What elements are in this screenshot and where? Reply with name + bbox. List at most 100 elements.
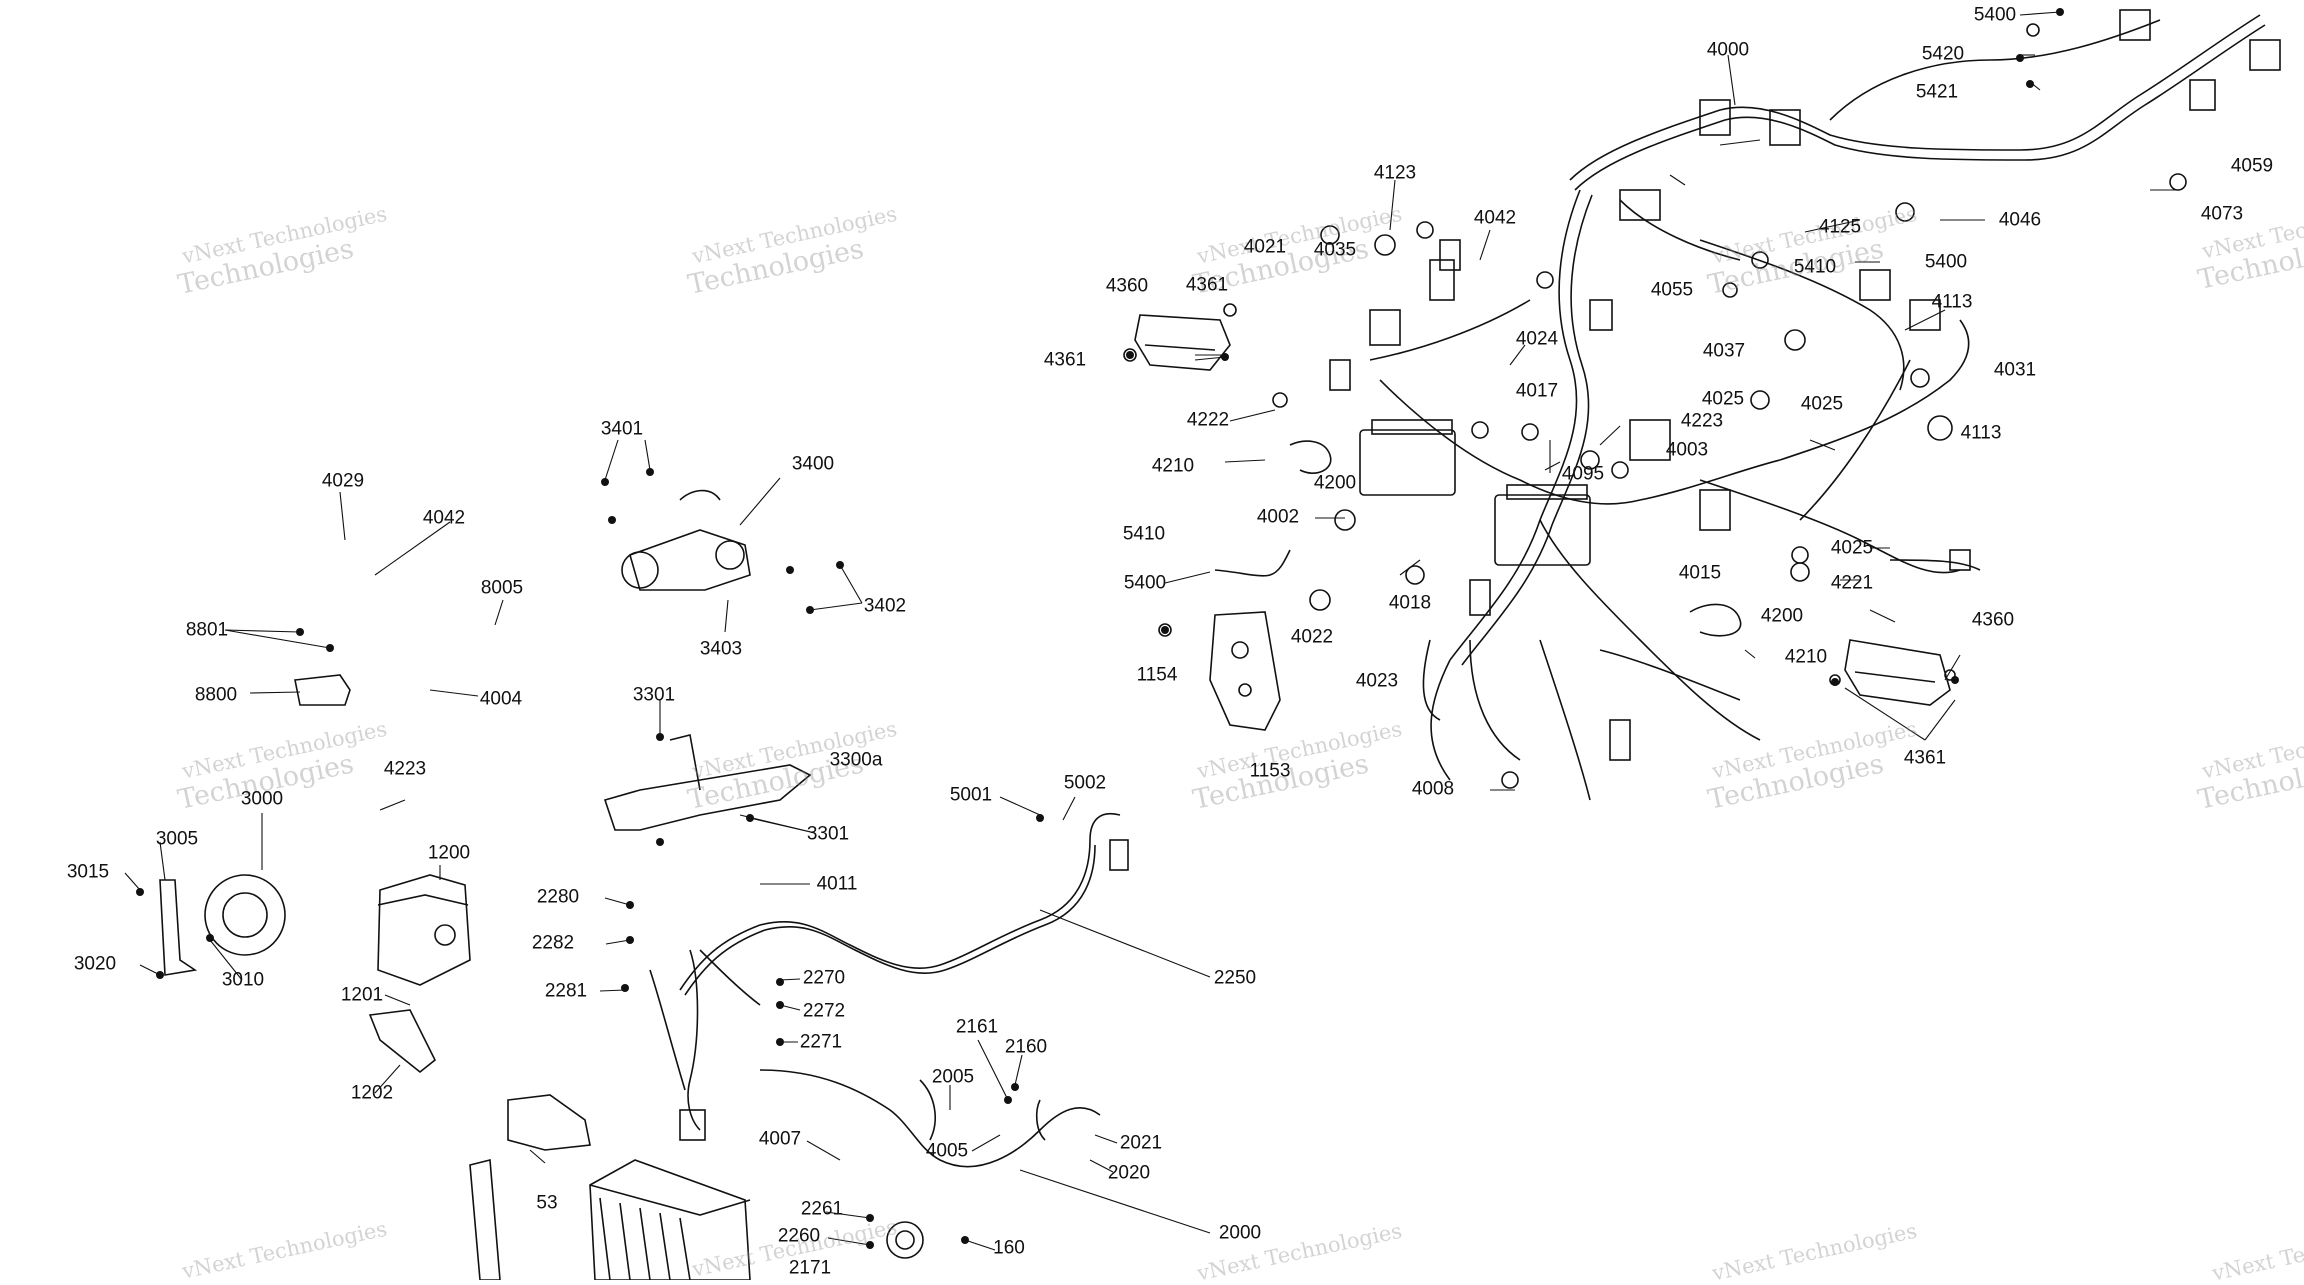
callout-2282[interactable]: 2282 [531, 932, 575, 954]
callout-3402[interactable]: 3402 [863, 595, 907, 617]
cable-2250 [679, 813, 1121, 991]
callout-2171[interactable]: 2171 [788, 1257, 832, 1279]
callout-53[interactable]: 53 [536, 1192, 558, 1214]
callout-4037[interactable]: 4037 [1702, 340, 1746, 362]
callout-5420[interactable]: 5420 [1921, 43, 1965, 65]
callout-4017[interactable]: 4017 [1515, 380, 1559, 402]
callout-4361[interactable]: 4361 [1185, 274, 1229, 296]
callout-4003[interactable]: 4003 [1665, 439, 1709, 461]
callout-3005[interactable]: 3005 [155, 828, 199, 850]
callout-4360[interactable]: 4360 [1971, 609, 2015, 631]
callout-160[interactable]: 160 [993, 1237, 1025, 1259]
callout-4125[interactable]: 4125 [1818, 216, 1862, 238]
callout-1201[interactable]: 1201 [340, 984, 384, 1006]
callout-4073[interactable]: 4073 [2200, 203, 2244, 225]
callout-4223[interactable]: 4223 [1680, 410, 1724, 432]
callout-5410[interactable]: 5410 [1793, 256, 1837, 278]
callout-4042[interactable]: 4042 [1473, 207, 1517, 229]
callout-3400[interactable]: 3400 [791, 453, 835, 475]
callout-4113[interactable]: 4113 [1931, 291, 1973, 313]
callout-2020[interactable]: 2020 [1107, 1162, 1151, 1184]
callout-4360[interactable]: 4360 [1105, 275, 1149, 297]
callout-2005[interactable]: 2005 [931, 1066, 975, 1088]
callout-8005[interactable]: 8005 [480, 577, 524, 599]
callout-2250[interactable]: 2250 [1213, 967, 1257, 989]
callout-2270[interactable]: 2270 [802, 967, 846, 989]
callout-3300a[interactable]: 3300a [829, 749, 883, 771]
callout-4123[interactable]: 4123 [1373, 162, 1417, 184]
callout-2161[interactable]: 2161 [955, 1016, 999, 1038]
callout-8800[interactable]: 8800 [194, 684, 238, 706]
bracket-4360-left [1134, 314, 1231, 371]
callout-1202[interactable]: 1202 [350, 1082, 394, 1104]
callout-4055[interactable]: 4055 [1650, 279, 1694, 301]
callout-4210[interactable]: 4210 [1151, 455, 1195, 477]
callout-3403[interactable]: 3403 [699, 638, 743, 660]
callout-4023[interactable]: 4023 [1355, 670, 1399, 692]
callout-2000[interactable]: 2000 [1218, 1222, 1262, 1244]
callout-5001[interactable]: 5001 [949, 784, 993, 806]
callout-1153[interactable]: 1153 [1249, 760, 1291, 782]
callout-3020[interactable]: 3020 [73, 953, 117, 975]
callout-4222[interactable]: 4222 [1186, 409, 1230, 431]
sensor-8800 [294, 674, 351, 706]
callout-2260[interactable]: 2260 [777, 1225, 821, 1247]
callout-4095[interactable]: 4095 [1561, 463, 1605, 485]
callout-1154[interactable]: 1154 [1136, 664, 1178, 686]
callout-5400[interactable]: 5400 [1123, 572, 1167, 594]
callout-2021[interactable]: 2021 [1119, 1132, 1163, 1154]
callout-4200[interactable]: 4200 [1313, 472, 1357, 494]
callout-4113[interactable]: 4113 [1960, 422, 2002, 444]
callout-8801[interactable]: 8801 [185, 619, 229, 641]
callout-4018[interactable]: 4018 [1388, 592, 1432, 614]
callout-4361[interactable]: 4361 [1043, 349, 1087, 371]
callout-4210[interactable]: 4210 [1784, 646, 1828, 668]
callout-5421[interactable]: 5421 [1915, 81, 1959, 103]
callout-4042[interactable]: 4042 [422, 507, 466, 529]
callout-5400[interactable]: 5400 [1973, 4, 2017, 26]
callout-4022[interactable]: 4022 [1290, 626, 1334, 648]
callout-1200[interactable]: 1200 [427, 842, 471, 864]
callout-2281[interactable]: 2281 [544, 980, 588, 1002]
callout-4004[interactable]: 4004 [479, 688, 523, 710]
callout-4005[interactable]: 4005 [925, 1140, 969, 1162]
callout-2280[interactable]: 2280 [536, 886, 580, 908]
callout-4031[interactable]: 4031 [1993, 359, 2037, 381]
callout-2261[interactable]: 2261 [800, 1198, 844, 1220]
callout-4046[interactable]: 4046 [1998, 209, 2042, 231]
callout-3401[interactable]: 3401 [600, 418, 644, 440]
callout-4029[interactable]: 4029 [321, 470, 365, 492]
callout-4011[interactable]: 4011 [816, 873, 858, 895]
callout-4025[interactable]: 4025 [1800, 393, 1844, 415]
callout-2271[interactable]: 2271 [799, 1031, 843, 1053]
callout-4002[interactable]: 4002 [1256, 506, 1300, 528]
callout-4015[interactable]: 4015 [1678, 562, 1722, 584]
callout-4200[interactable]: 4200 [1760, 605, 1804, 627]
callout-4059[interactable]: 4059 [2230, 155, 2274, 177]
battery [589, 1159, 751, 1280]
callout-4361[interactable]: 4361 [1903, 747, 1947, 769]
horn [204, 874, 286, 956]
callout-4025[interactable]: 4025 [1701, 388, 1745, 410]
callout-3301[interactable]: 3301 [632, 684, 676, 706]
callout-4024[interactable]: 4024 [1515, 328, 1559, 350]
fuse-box-2 [1494, 494, 1591, 566]
callout-4000[interactable]: 4000 [1706, 39, 1750, 61]
callout-3015[interactable]: 3015 [66, 861, 110, 883]
callout-4021[interactable]: 4021 [1243, 236, 1287, 258]
callout-5400[interactable]: 5400 [1924, 251, 1968, 273]
callout-4221[interactable]: 4221 [1830, 572, 1874, 594]
callout-2272[interactable]: 2272 [802, 1000, 846, 1022]
callout-3301[interactable]: 3301 [806, 823, 850, 845]
callout-5002[interactable]: 5002 [1063, 772, 1107, 794]
callout-3000[interactable]: 3000 [240, 788, 284, 810]
callout-4008[interactable]: 4008 [1411, 778, 1455, 800]
callout-4007[interactable]: 4007 [758, 1128, 802, 1150]
callout-4025[interactable]: 4025 [1830, 537, 1874, 559]
callout-5410[interactable]: 5410 [1122, 523, 1166, 545]
callout-2160[interactable]: 2160 [1004, 1036, 1048, 1058]
callout-4035[interactable]: 4035 [1313, 239, 1357, 261]
callout-4223[interactable]: 4223 [383, 758, 427, 780]
callout-3010[interactable]: 3010 [221, 969, 265, 991]
starter-motor [629, 529, 751, 591]
